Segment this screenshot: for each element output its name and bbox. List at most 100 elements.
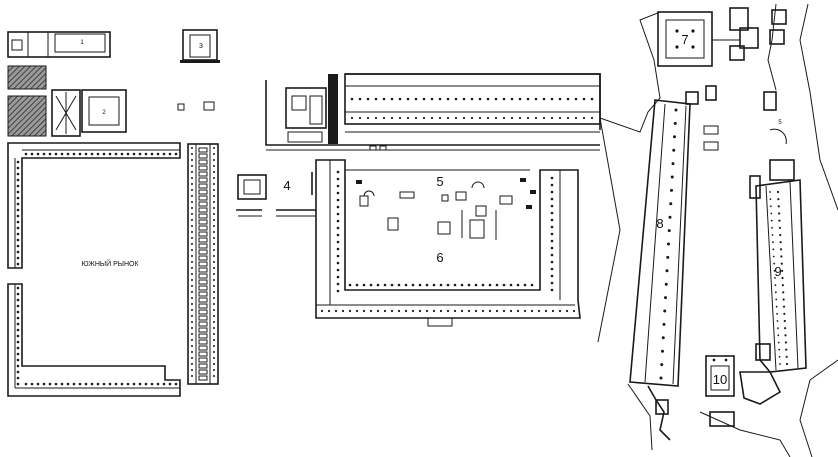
column-marker (530, 283, 534, 287)
column-marker (191, 333, 193, 335)
column-marker (495, 283, 499, 287)
column-marker (174, 152, 178, 156)
column-marker (348, 283, 352, 287)
column-marker (430, 116, 434, 120)
column-marker (526, 116, 530, 120)
column-marker (36, 152, 40, 156)
shop-cell (198, 195, 208, 201)
column-marker (213, 279, 215, 281)
column-marker (778, 226, 781, 229)
column-marker (60, 152, 64, 156)
column-marker (108, 152, 112, 156)
column-marker (341, 309, 345, 313)
column-marker (582, 97, 586, 101)
column-marker (191, 327, 193, 329)
column-marker (572, 309, 576, 313)
column-marker (213, 375, 215, 377)
building-2: 2 (51, 89, 127, 137)
building-1: 1 (7, 31, 111, 58)
column-marker (114, 382, 118, 386)
column-marker (213, 273, 215, 275)
column-marker (784, 334, 787, 337)
column-marker (16, 208, 20, 212)
column-marker (327, 309, 331, 313)
column-marker (470, 97, 474, 101)
column-marker (530, 309, 534, 313)
column-marker (418, 309, 422, 313)
column-marker (191, 339, 193, 341)
column-marker (661, 349, 664, 353)
column-marker (355, 309, 359, 313)
column-marker (425, 309, 429, 313)
column-marker (775, 305, 778, 308)
column-marker (213, 207, 215, 209)
column-marker (213, 369, 215, 371)
column-marker (779, 248, 783, 251)
column-marker (774, 277, 776, 279)
column-marker (774, 291, 777, 294)
column-marker (191, 147, 193, 149)
shop-cell (198, 249, 208, 255)
shop-cell (198, 375, 208, 381)
column-marker (16, 316, 20, 320)
column-marker (191, 357, 193, 359)
column-marker (16, 382, 20, 386)
column-marker (776, 320, 779, 322)
column-marker (502, 116, 506, 120)
column-marker (16, 304, 20, 308)
column-marker (336, 247, 340, 251)
column-marker (191, 231, 193, 233)
column-marker (526, 97, 530, 101)
column-marker (430, 97, 434, 101)
column-marker (777, 341, 780, 344)
column-marker (667, 229, 671, 233)
column-marker (369, 283, 373, 287)
column-marker (374, 97, 378, 101)
column-marker (494, 116, 498, 120)
column-marker (574, 116, 578, 120)
column-marker (453, 309, 457, 313)
column-marker (550, 225, 554, 229)
column-marker (667, 242, 670, 246)
column-marker (462, 116, 466, 120)
column-marker (481, 283, 485, 287)
column-marker (336, 233, 340, 237)
shop-cell (198, 291, 208, 297)
column-marker (66, 382, 70, 386)
column-marker (369, 309, 373, 313)
column-marker (495, 309, 499, 313)
column-marker (336, 282, 340, 286)
column-marker (397, 309, 401, 313)
shop-cell (198, 183, 208, 189)
column-marker (191, 255, 193, 257)
column-marker (780, 255, 783, 258)
column-marker (144, 152, 148, 156)
column-marker (16, 160, 20, 164)
column-marker (777, 205, 780, 208)
column-marker (383, 283, 387, 287)
column-marker (72, 152, 76, 156)
shop-cell (198, 327, 208, 333)
column-marker (48, 152, 52, 156)
column-marker (213, 231, 215, 233)
column-marker (772, 241, 774, 244)
column-marker (773, 262, 776, 265)
column-marker (782, 305, 786, 308)
column-marker (432, 283, 436, 287)
column-marker (772, 248, 775, 251)
column-marker (674, 108, 678, 112)
column-marker (659, 376, 663, 380)
column-marker (777, 327, 779, 330)
hatched-block-north (7, 65, 47, 90)
column-marker (439, 283, 443, 287)
column-marker (162, 382, 166, 386)
column-marker (191, 195, 193, 197)
column-marker (785, 362, 789, 366)
column-marker (213, 303, 215, 305)
column-marker (376, 309, 380, 313)
column-marker (336, 191, 340, 195)
column-marker (778, 212, 781, 215)
column-marker (550, 253, 554, 257)
column-marker (108, 382, 112, 386)
